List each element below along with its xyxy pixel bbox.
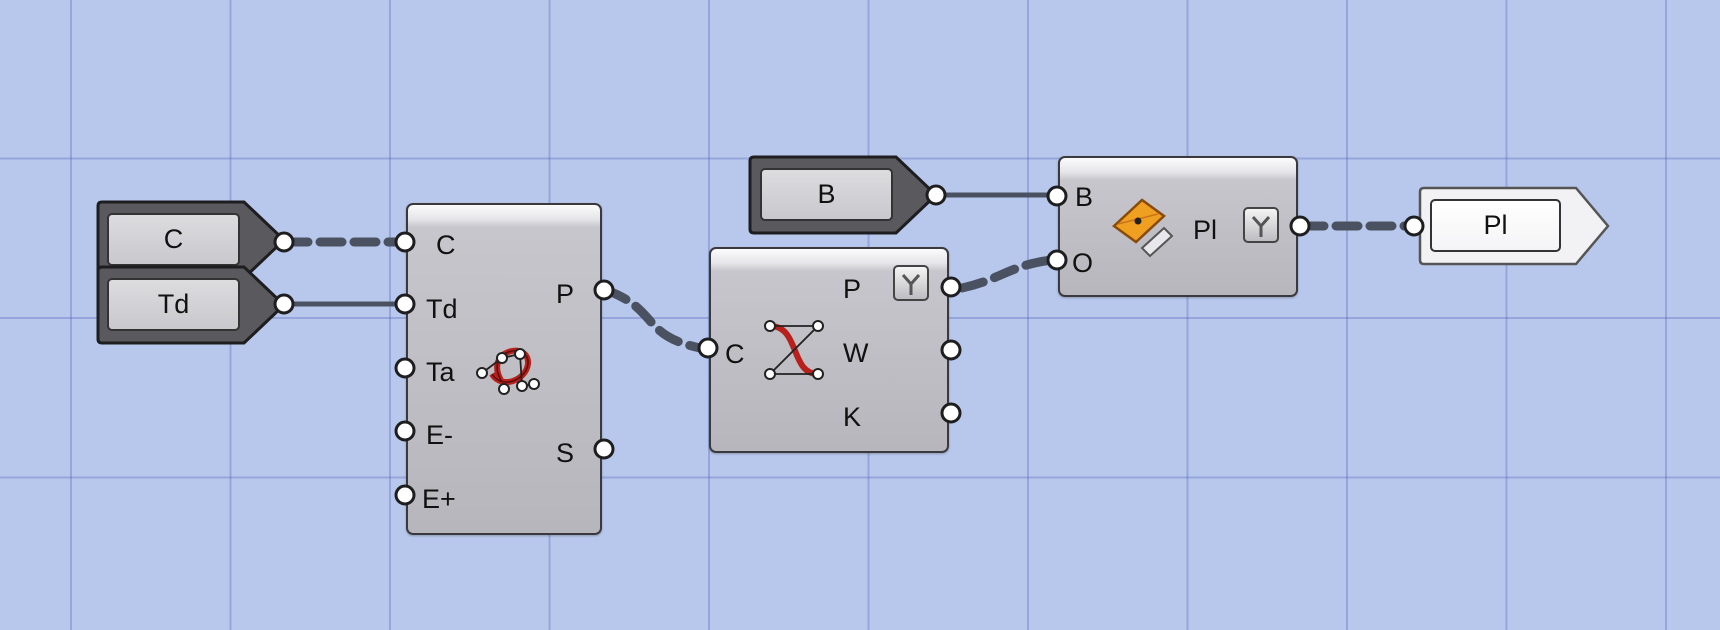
param-pl-input-port[interactable]: [1403, 215, 1425, 237]
plane-input-b: B: [1075, 182, 1094, 212]
param-b-label[interactable]: B: [760, 168, 893, 221]
curve-input-e-plus: E+: [422, 484, 456, 514]
param-c-label[interactable]: C: [107, 213, 240, 266]
nurbs-input-c: C: [725, 339, 745, 369]
curve-port-e-plus[interactable]: [394, 484, 416, 506]
plane-flatten-grip-icon[interactable]: [1243, 207, 1279, 243]
param-c-output-port[interactable]: [273, 231, 295, 253]
curve-input-c: C: [436, 230, 456, 260]
nurbs-port-k[interactable]: [940, 402, 962, 424]
curve-output-p: P: [556, 279, 575, 309]
plane-port-pl[interactable]: [1289, 215, 1311, 237]
wire-p-to-nurbs: [601, 285, 705, 353]
curve-input-e-minus: E-: [426, 420, 453, 450]
curve-port-td[interactable]: [394, 293, 416, 315]
curve-points-component[interactable]: [406, 203, 602, 535]
nurbs-output-w: W: [843, 338, 869, 368]
plane-port-o[interactable]: [1046, 249, 1068, 271]
curve-input-ta: Ta: [426, 357, 455, 387]
plane-output-pl: Pl: [1193, 215, 1218, 245]
nurbs-output-p: P: [843, 274, 862, 304]
nurbs-flatten-grip-icon[interactable]: [893, 265, 929, 301]
param-td-output-port[interactable]: [273, 293, 295, 315]
curve-port-p[interactable]: [593, 279, 615, 301]
plane-input-o: O: [1072, 248, 1094, 278]
curve-port-s[interactable]: [593, 438, 615, 460]
plane-origin-icon: [1112, 198, 1174, 258]
curve-port-c[interactable]: [394, 231, 416, 253]
curve-output-s: S: [556, 438, 575, 468]
param-pl-label[interactable]: Pl: [1430, 199, 1561, 252]
nurbs-port-p[interactable]: [940, 276, 962, 298]
wire-p-to-plane-o: [957, 255, 1057, 293]
nurbs-port-w[interactable]: [940, 339, 962, 361]
plane-port-b[interactable]: [1046, 185, 1068, 207]
curve-input-td: Td: [426, 294, 458, 324]
nurbs-control-polygon-icon: [764, 320, 824, 380]
curve-control-points-icon: [476, 347, 540, 395]
nurbs-port-c[interactable]: [697, 337, 719, 359]
nurbs-output-k: K: [843, 402, 862, 432]
curve-port-ta[interactable]: [394, 357, 416, 379]
param-td-label[interactable]: Td: [107, 278, 240, 331]
param-b-output-port[interactable]: [925, 184, 947, 206]
curve-port-e-minus[interactable]: [394, 420, 416, 442]
